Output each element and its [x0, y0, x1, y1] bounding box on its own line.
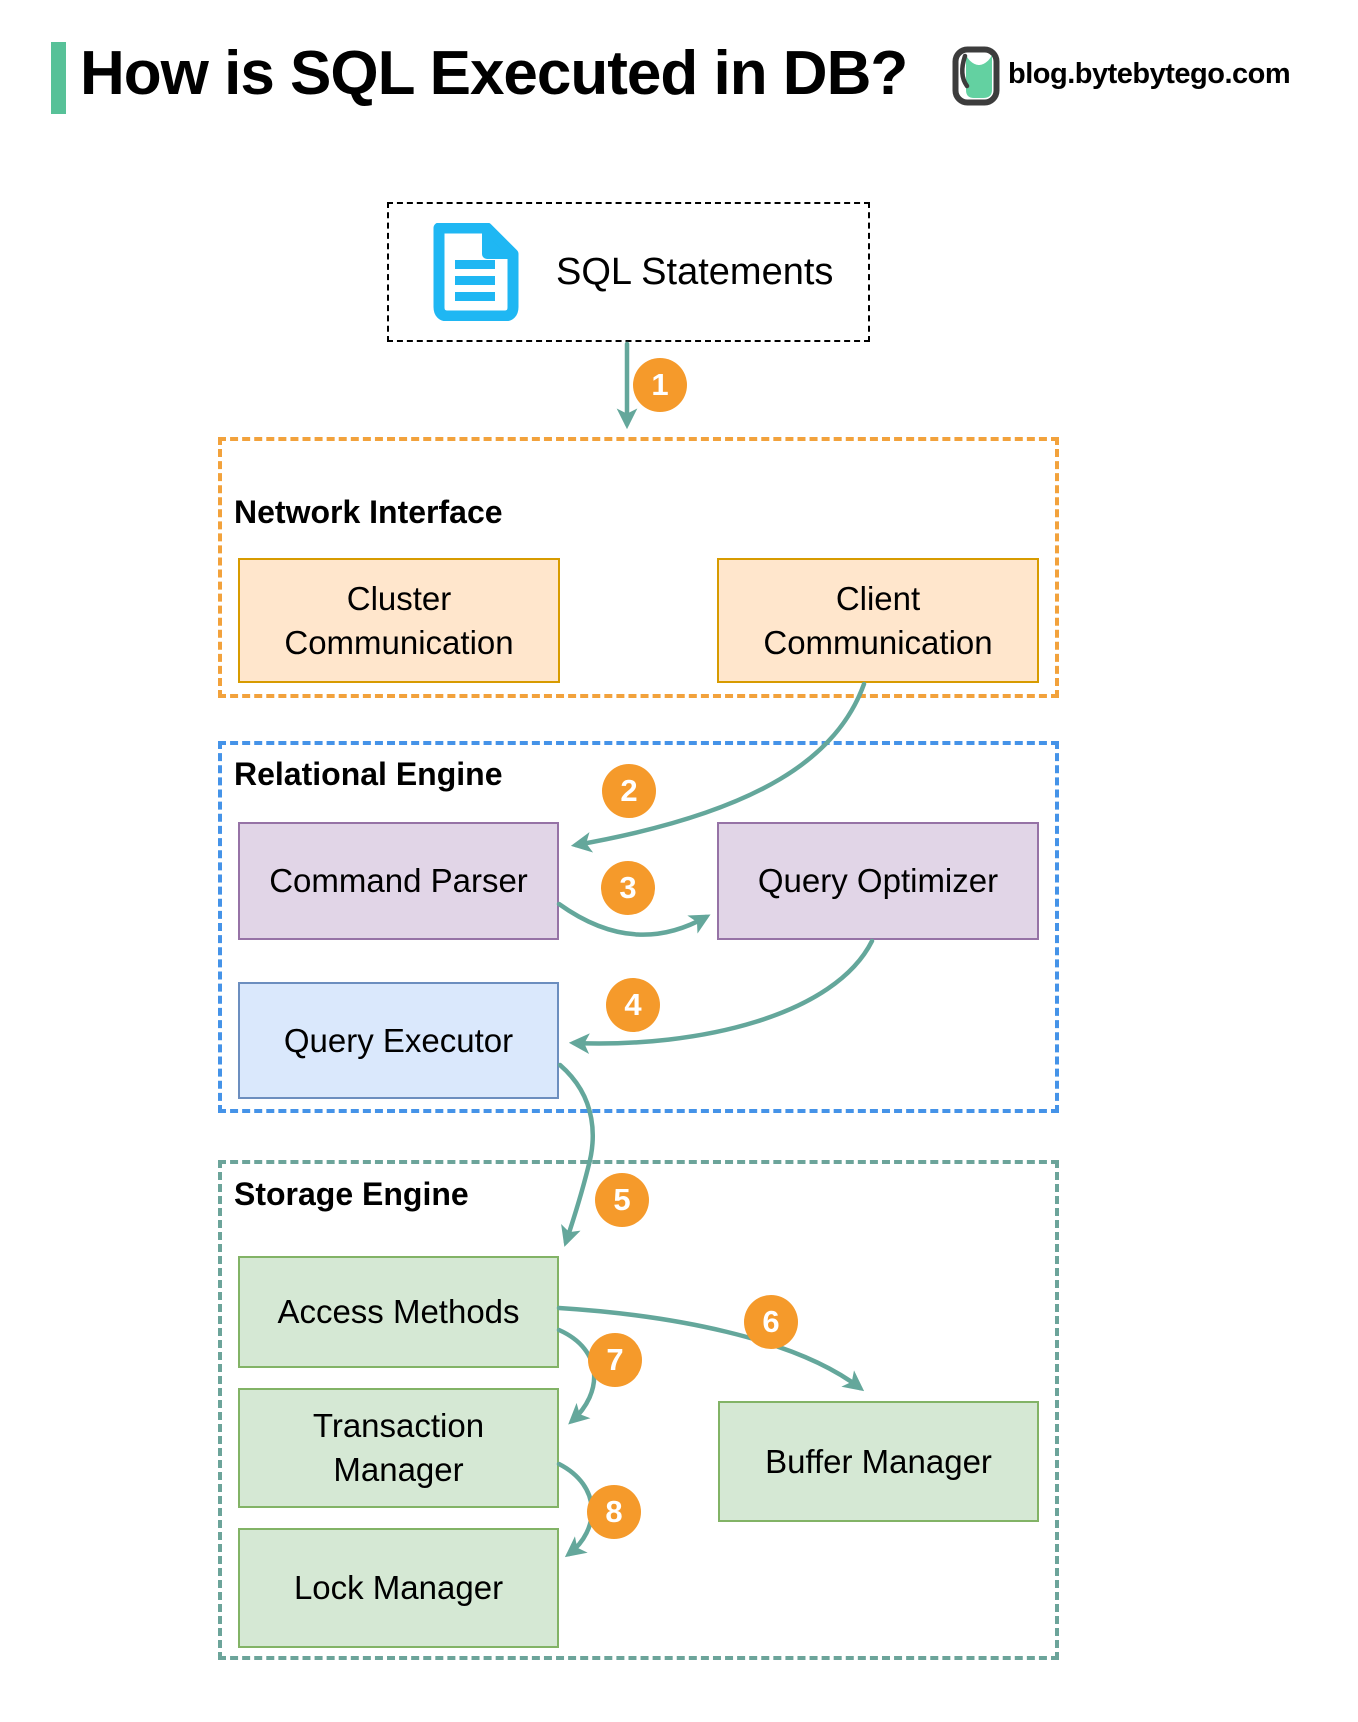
transaction-manager-box: Transaction Manager	[238, 1388, 559, 1508]
buffer-manager-box: Buffer Manager	[718, 1401, 1039, 1522]
step-badge-1: 1	[633, 358, 687, 412]
step-badge-5: 5	[595, 1173, 649, 1227]
step-badge-6: 6	[744, 1295, 798, 1349]
brand-url-text: blog.bytebytego.com	[1008, 58, 1291, 90]
bytebytego-logo-icon	[952, 46, 1000, 106]
storage-engine-section	[218, 1160, 1059, 1660]
lock-manager-box: Lock Manager	[238, 1528, 559, 1648]
command-parser-box: Command Parser	[238, 822, 559, 940]
step-badge-7: 7	[588, 1333, 642, 1387]
relational-engine-label: Relational Engine	[234, 756, 503, 792]
access-methods-box: Access Methods	[238, 1256, 559, 1368]
sql-statements-box: SQL Statements	[387, 202, 870, 342]
query-executor-box: Query Executor	[238, 982, 559, 1099]
client-communication-box: Client Communication	[717, 558, 1039, 683]
step-badge-4: 4	[606, 978, 660, 1032]
network-interface-label: Network Interface	[234, 494, 503, 530]
title-accent-bar	[51, 42, 66, 114]
step-badge-3: 3	[601, 861, 655, 915]
query-optimizer-box: Query Optimizer	[717, 822, 1039, 940]
cluster-communication-box: Cluster Communication	[238, 558, 560, 683]
sql-statements-label: SQL Statements	[556, 250, 834, 293]
storage-engine-label: Storage Engine	[234, 1176, 469, 1212]
step-badge-2: 2	[602, 764, 656, 818]
page-title: How is SQL Executed in DB?	[80, 39, 908, 108]
step-badge-8: 8	[587, 1485, 641, 1539]
sql-document-icon	[433, 223, 519, 321]
